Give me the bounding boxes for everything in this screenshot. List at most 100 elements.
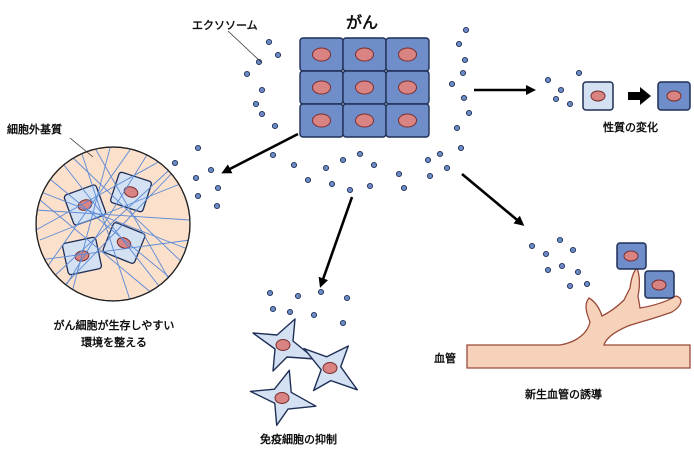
niche-caption-line2: 環境を整える bbox=[81, 336, 147, 349]
ecm-fibers bbox=[36, 147, 190, 301]
exosome-dot bbox=[556, 236, 564, 244]
exosome-dot bbox=[213, 202, 221, 210]
exosome-dot bbox=[566, 282, 574, 290]
exosome-dot bbox=[528, 242, 536, 250]
exosome-dot bbox=[542, 250, 550, 258]
exosome-dot bbox=[322, 164, 330, 172]
exosome-dot bbox=[436, 150, 444, 158]
exosome-dot bbox=[266, 289, 274, 297]
exosome-dot bbox=[460, 94, 468, 102]
tumor-cell-nucleus bbox=[398, 80, 417, 95]
exosome-dot bbox=[400, 184, 408, 192]
ecm-fiber bbox=[59, 169, 176, 291]
exosome-dot bbox=[317, 288, 325, 296]
ecm-fiber bbox=[49, 159, 181, 281]
exosome-dot bbox=[455, 40, 463, 48]
exosome-dot bbox=[448, 80, 456, 88]
tumor-cell-nucleus bbox=[312, 113, 331, 128]
immune-label: 免疫細胞の抑制 bbox=[260, 433, 337, 446]
exosome-dot bbox=[274, 51, 282, 59]
exosome-dot bbox=[339, 156, 347, 164]
exosome-dot bbox=[304, 176, 312, 184]
immune-cell-nucleus bbox=[274, 392, 290, 404]
vessel-cell-2-nucleus bbox=[651, 279, 667, 291]
exosome-dot bbox=[346, 186, 354, 194]
vessel-cell-1-nucleus bbox=[623, 250, 639, 262]
exosome-dot bbox=[461, 56, 469, 64]
exosome-dot bbox=[443, 164, 451, 172]
exosome-dot bbox=[310, 311, 318, 319]
exosome-dots bbox=[171, 26, 591, 327]
exosome-dot bbox=[459, 69, 467, 77]
exosome-dot bbox=[457, 144, 465, 152]
niche-caption: がん細胞が生存しやすい 環境を整える bbox=[33, 317, 195, 351]
arrow-to-ecm bbox=[221, 132, 299, 174]
tumor-cell-cluster bbox=[299, 37, 430, 138]
exosome-dot bbox=[339, 319, 347, 327]
ecm-fiber bbox=[36, 209, 190, 221]
exosome-dot bbox=[269, 305, 277, 313]
exosome-dot bbox=[569, 246, 577, 254]
exosome-dot bbox=[583, 280, 591, 288]
exosome-dot bbox=[557, 86, 565, 94]
exosome-dot bbox=[171, 159, 179, 167]
exosome-dot bbox=[395, 170, 403, 178]
right-arrow-icon bbox=[628, 87, 651, 105]
niche-cell bbox=[102, 222, 146, 264]
before-nucleus bbox=[590, 90, 606, 102]
exosome-dot bbox=[343, 294, 351, 302]
exosome-dot bbox=[192, 174, 200, 182]
ecm-fiber bbox=[94, 147, 176, 291]
exosome-dot bbox=[552, 95, 560, 103]
tumor-cell-nucleus bbox=[398, 47, 417, 62]
exosome-dot bbox=[258, 86, 266, 94]
niche-caption-line1: がん細胞が生存しやすい bbox=[53, 319, 175, 332]
exosome-dot bbox=[265, 38, 273, 46]
arrow-to-immune bbox=[318, 196, 354, 288]
exosome-dot bbox=[252, 100, 260, 108]
ecm-fiber bbox=[69, 154, 190, 271]
exosome-label: エクソソーム bbox=[192, 19, 258, 32]
exosome-pointer-line bbox=[227, 30, 262, 63]
angiogenesis-label: 新生血管の誘導 bbox=[525, 388, 602, 401]
exosome-dot bbox=[566, 100, 574, 108]
vessel-label: 血管 bbox=[434, 352, 456, 365]
exosome-dot bbox=[255, 58, 263, 66]
ecm-fiber bbox=[39, 239, 190, 261]
phenotype-label: 性質の変化 bbox=[603, 121, 658, 134]
ecm-label: 細胞外基質 bbox=[7, 123, 62, 136]
exosome-dot bbox=[424, 156, 432, 164]
exosome-dot bbox=[207, 166, 215, 174]
ecm-fiber bbox=[69, 147, 111, 301]
immune-cell-nucleus bbox=[275, 339, 291, 351]
immune-cells bbox=[249, 318, 358, 426]
exosome-dot bbox=[426, 172, 434, 180]
exosome-dot bbox=[290, 161, 298, 169]
phenotype-change bbox=[582, 81, 691, 111]
immune-cell-nucleus bbox=[322, 362, 338, 374]
ecm-fiber bbox=[59, 159, 171, 301]
exosome-dot bbox=[214, 184, 222, 192]
niche-cell-nucleus bbox=[123, 186, 139, 198]
ecm-niche bbox=[35, 146, 191, 302]
exosome-dot bbox=[544, 76, 552, 84]
exosome-dot bbox=[294, 292, 302, 300]
ecm-fiber bbox=[39, 179, 190, 241]
tumor-cell-nucleus bbox=[398, 113, 417, 128]
exosome-dot bbox=[574, 268, 582, 276]
exosome-dot bbox=[194, 144, 202, 152]
arrow-to-vessel bbox=[461, 173, 525, 226]
exosome-dot bbox=[575, 69, 583, 77]
exosome-dot bbox=[328, 180, 336, 188]
exosome-dot bbox=[366, 182, 374, 190]
after-nucleus bbox=[666, 90, 682, 102]
ecm-fiber bbox=[39, 199, 161, 301]
exosome-dot bbox=[286, 308, 294, 316]
exosome-dot bbox=[243, 70, 251, 78]
tumor-cell-nucleus bbox=[355, 47, 374, 62]
exosome-dot bbox=[356, 150, 364, 158]
exosome-dot bbox=[194, 192, 202, 200]
ecm-fiber bbox=[59, 149, 151, 296]
ecm-pointer-line bbox=[69, 137, 94, 158]
